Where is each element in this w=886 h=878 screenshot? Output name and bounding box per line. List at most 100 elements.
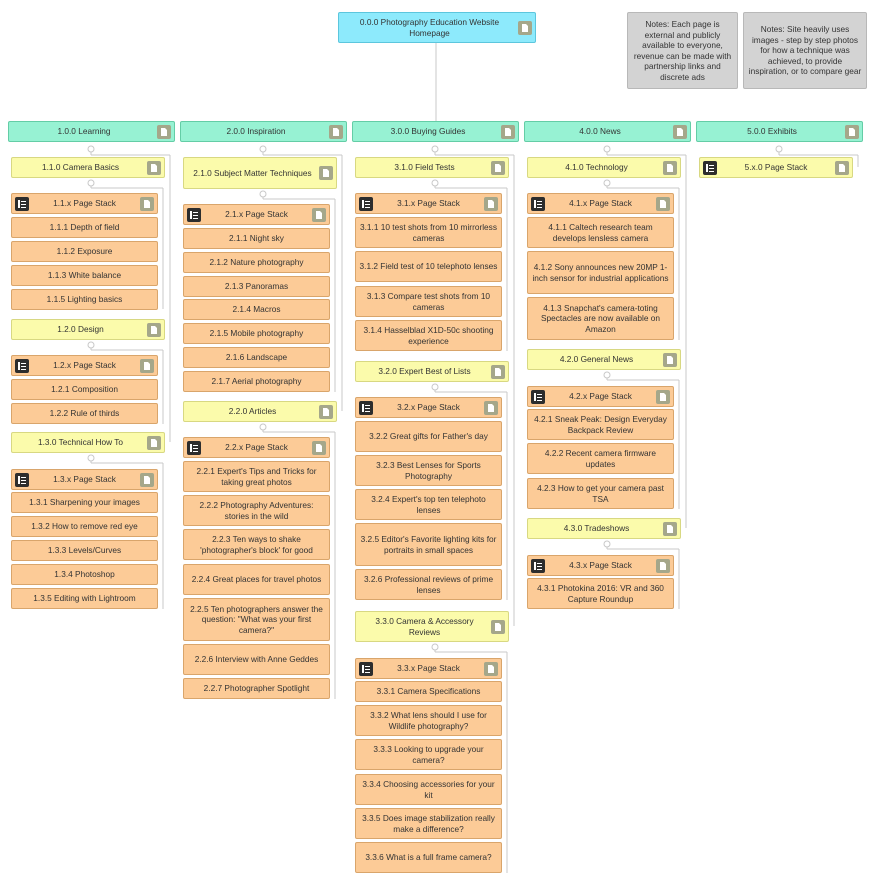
document-icon[interactable] xyxy=(491,364,505,379)
page-item[interactable]: 1.2.1 Composition xyxy=(11,379,158,400)
page-item[interactable]: 1.3.1 Sharpening your images xyxy=(11,492,158,513)
page-item[interactable]: 2.1.2 Nature photography xyxy=(183,252,330,273)
page-item[interactable]: 2.2.4 Great places for travel photos xyxy=(183,564,330,595)
document-icon[interactable] xyxy=(501,124,515,139)
section-inspiration[interactable]: 2.0.0 Inspiration xyxy=(180,121,347,142)
page-item[interactable]: 2.1.5 Mobile photography xyxy=(183,323,330,344)
page-stack[interactable]: 3.3.x Page Stack xyxy=(355,658,502,679)
page-item[interactable]: 3.3.1 Camera Specifications xyxy=(355,681,502,702)
page-item[interactable]: 1.2.2 Rule of thirds xyxy=(11,403,158,424)
page-item[interactable]: 1.3.2 How to remove red eye xyxy=(11,516,158,537)
section-learning[interactable]: 1.0.0 Learning xyxy=(8,121,175,142)
document-icon[interactable] xyxy=(147,435,161,450)
collapse-toggle[interactable] xyxy=(259,423,267,431)
collapse-toggle[interactable] xyxy=(87,454,95,462)
subsection-expert-best-of[interactable]: 3.2.0 Expert Best of Lists xyxy=(355,361,509,382)
page-stack[interactable]: 4.2.x Page Stack xyxy=(527,386,674,407)
document-icon[interactable] xyxy=(484,661,498,676)
collapse-toggle[interactable] xyxy=(603,145,611,153)
page-item[interactable]: 3.3.5 Does image stabilization really ma… xyxy=(355,808,502,839)
page-item[interactable]: 3.2.4 Expert's top ten telephoto lenses xyxy=(355,489,502,520)
document-icon[interactable] xyxy=(491,160,505,175)
page-item[interactable]: 4.1.3 Snapchat's camera-toting Spectacle… xyxy=(527,297,674,340)
page-item[interactable]: 3.2.3 Best Lenses for Sports Photography xyxy=(355,455,502,486)
subsection-tradeshows[interactable]: 4.3.0 Tradeshows xyxy=(527,518,681,539)
document-icon[interactable] xyxy=(835,160,849,175)
page-item[interactable]: 3.3.2 What lens should I use for Wildlif… xyxy=(355,705,502,736)
page-item[interactable]: 1.3.3 Levels/Curves xyxy=(11,540,158,561)
page-item[interactable]: 1.1.5 Lighting basics xyxy=(11,289,158,310)
document-icon[interactable] xyxy=(663,521,677,536)
page-item[interactable]: 3.3.6 What is a full frame camera? xyxy=(355,842,502,873)
document-icon[interactable] xyxy=(312,207,326,222)
subsection-technical-how-to[interactable]: 1.3.0 Technical How To xyxy=(11,432,165,453)
page-stack[interactable]: 2.1.x Page Stack xyxy=(183,204,330,225)
subsection-design[interactable]: 1.2.0 Design xyxy=(11,319,165,340)
page-stack[interactable]: 3.1.x Page Stack xyxy=(355,193,502,214)
page-item[interactable]: 1.1.1 Depth of field xyxy=(11,217,158,238)
page-item[interactable]: 1.3.4 Photoshop xyxy=(11,564,158,585)
page-item[interactable]: 2.1.4 Macros xyxy=(183,299,330,320)
page-item[interactable]: 1.1.2 Exposure xyxy=(11,241,158,262)
document-icon[interactable] xyxy=(656,389,670,404)
subsection-subject-matter[interactable]: 2.1.0 Subject Matter Techniques xyxy=(183,157,337,189)
page-item[interactable]: 2.1.3 Panoramas xyxy=(183,276,330,297)
root-node[interactable]: 0.0.0 Photography Education Website Home… xyxy=(338,12,536,43)
page-stack[interactable]: 1.3.x Page Stack xyxy=(11,469,158,490)
page-item[interactable]: 2.2.7 Photographer Spotlight xyxy=(183,678,330,699)
document-icon[interactable] xyxy=(312,440,326,455)
page-item[interactable]: 4.1.1 Caltech research team develops len… xyxy=(527,217,674,248)
page-item[interactable]: 3.1.4 Hasselblad X1D-50c shooting experi… xyxy=(355,320,502,351)
page-item[interactable]: 2.1.1 Night sky xyxy=(183,228,330,249)
document-icon[interactable] xyxy=(329,124,343,139)
page-stack[interactable]: 3.2.x Page Stack xyxy=(355,397,502,418)
page-stack[interactable]: 2.2.x Page Stack xyxy=(183,437,330,458)
page-item[interactable]: 2.1.7 Aerial photography xyxy=(183,371,330,392)
section-news[interactable]: 4.0.0 News xyxy=(524,121,691,142)
document-icon[interactable] xyxy=(140,196,154,211)
page-item[interactable]: 4.2.2 Recent camera firmware updates xyxy=(527,443,674,474)
subsection-camera-basics[interactable]: 1.1.0 Camera Basics xyxy=(11,157,165,178)
page-stack[interactable]: 5.x.0 Page Stack xyxy=(699,157,853,178)
page-stack[interactable]: 1.1.x Page Stack xyxy=(11,193,158,214)
page-item[interactable]: 4.2.1 Sneak Peak: Design Everyday Backpa… xyxy=(527,409,674,440)
page-stack[interactable]: 4.1.x Page Stack xyxy=(527,193,674,214)
document-icon[interactable] xyxy=(147,322,161,337)
document-icon[interactable] xyxy=(157,124,171,139)
collapse-toggle[interactable] xyxy=(87,341,95,349)
collapse-toggle[interactable] xyxy=(87,179,95,187)
document-icon[interactable] xyxy=(484,196,498,211)
page-item[interactable]: 2.2.3 Ten ways to shake 'photographer's … xyxy=(183,529,330,560)
subsection-field-tests[interactable]: 3.1.0 Field Tests xyxy=(355,157,509,178)
collapse-toggle[interactable] xyxy=(603,540,611,548)
collapse-toggle[interactable] xyxy=(259,145,267,153)
page-stack[interactable]: 1.2.x Page Stack xyxy=(11,355,158,376)
page-item[interactable]: 4.2.3 How to get your camera past TSA xyxy=(527,478,674,509)
collapse-toggle[interactable] xyxy=(431,179,439,187)
page-item[interactable]: 2.2.6 Interview with Anne Geddes xyxy=(183,644,330,675)
document-icon[interactable] xyxy=(484,400,498,415)
document-icon[interactable] xyxy=(656,558,670,573)
page-item[interactable]: 4.3.1 Photokina 2016: VR and 360 Capture… xyxy=(527,578,674,609)
page-item[interactable]: 3.3.4 Choosing accessories for your kit xyxy=(355,774,502,805)
collapse-toggle[interactable] xyxy=(259,190,267,198)
page-item[interactable]: 3.2.6 Professional reviews of prime lens… xyxy=(355,569,502,600)
collapse-toggle[interactable] xyxy=(603,179,611,187)
page-item[interactable]: 3.3.3 Looking to upgrade your camera? xyxy=(355,739,502,770)
section-buying-guides[interactable]: 3.0.0 Buying Guides xyxy=(352,121,519,142)
document-icon[interactable] xyxy=(319,166,333,180)
section-exhibits[interactable]: 5.0.0 Exhibits xyxy=(696,121,863,142)
page-item[interactable]: 2.2.5 Ten photographers answer the quest… xyxy=(183,598,330,641)
document-icon[interactable] xyxy=(491,619,505,634)
page-item[interactable]: 3.1.2 Field test of 10 telephoto lenses xyxy=(355,251,502,282)
page-stack[interactable]: 4.3.x Page Stack xyxy=(527,555,674,576)
document-icon[interactable] xyxy=(673,124,687,139)
document-icon[interactable] xyxy=(319,404,333,419)
collapse-toggle[interactable] xyxy=(431,145,439,153)
collapse-toggle[interactable] xyxy=(775,145,783,153)
page-item[interactable]: 1.1.3 White balance xyxy=(11,265,158,286)
page-item[interactable]: 3.2.2 Great gifts for Father's day xyxy=(355,421,502,452)
document-icon[interactable] xyxy=(147,160,161,175)
collapse-toggle[interactable] xyxy=(431,643,439,651)
collapse-toggle[interactable] xyxy=(87,145,95,153)
